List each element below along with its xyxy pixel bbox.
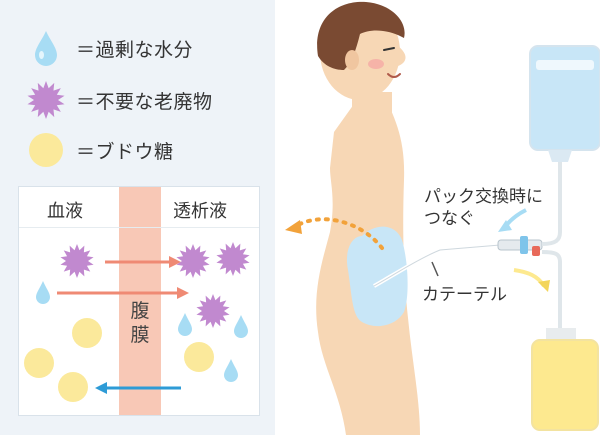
dialysate-waste-icon: [176, 244, 210, 278]
catheter-pointer-line: [431, 261, 439, 277]
glucose-circle-icon: [26, 130, 66, 170]
drain-arrow: [513, 268, 546, 288]
dialysate-waste-icon: [196, 294, 230, 328]
person-nose: [398, 46, 406, 66]
person-hair: [317, 1, 405, 70]
drainage-bag: [531, 328, 599, 431]
dialysate-label: 透析液: [173, 201, 227, 222]
water-transfer-arrow: [57, 287, 189, 299]
inflow-arrowhead: [498, 220, 512, 232]
peritoneum-strip: [119, 187, 161, 415]
blood-glucose-circle-icon: [72, 318, 102, 348]
person-mouth: [387, 73, 401, 78]
outflow-dotted-arrow: [294, 217, 384, 250]
blood-glucose-circle-icon: [58, 372, 88, 402]
dialysate-droplet-icon: [178, 313, 192, 336]
dialysate-droplet-icon: [234, 315, 248, 338]
drain-tube: [541, 250, 562, 328]
spiky-waste-icon: [26, 80, 66, 120]
membrane-diagram: 血液 透析液 腹 膜: [18, 186, 260, 416]
catheter-label: カテーテル: [422, 285, 507, 305]
drain-arrowhead: [538, 280, 550, 292]
person-cheek: [368, 59, 384, 69]
blood-label: 血液: [47, 201, 83, 222]
dialysate-droplet-icon: [224, 359, 238, 382]
waste-transfer-arrow: [105, 256, 181, 268]
dialysate-bag: [529, 45, 600, 162]
glucose-transfer-arrow: [95, 382, 181, 394]
blood-waste-icon: [60, 244, 94, 278]
legend-glucose-label: ＝ブドウ糖: [76, 140, 174, 163]
legend-waste: ＝不要な老廃物: [26, 80, 213, 120]
dialysate-glucose-circle-icon: [184, 342, 214, 372]
legend-panel: ＝過剰な水分 ＝不要な老廃物 ＝ブドウ糖 血液 透析液 腹 膜: [0, 0, 275, 435]
supply-tube: [541, 150, 562, 246]
person-ear: [345, 50, 359, 70]
blood-glucose-circle-icon: [24, 348, 54, 378]
legend-water-label: ＝過剰な水分: [76, 38, 194, 61]
dialysate-waste-icon: [216, 242, 250, 276]
person-eye: [383, 47, 395, 51]
legend-waste-label: ＝不要な老廃物: [76, 90, 213, 113]
peritoneum-label: 腹 膜: [130, 300, 150, 346]
legend-water: ＝過剰な水分: [26, 28, 193, 68]
blood-droplet-icon: [36, 281, 50, 304]
outflow-arrowhead: [285, 220, 302, 234]
header-divider: [19, 227, 259, 228]
legend-glucose: ＝ブドウ糖: [26, 130, 174, 170]
droplet-icon: [26, 28, 66, 68]
abdominal-cavity: [346, 226, 408, 327]
membrane-particles: [24, 242, 250, 402]
connect-callout: パック交換時に つなぐ: [424, 187, 543, 229]
